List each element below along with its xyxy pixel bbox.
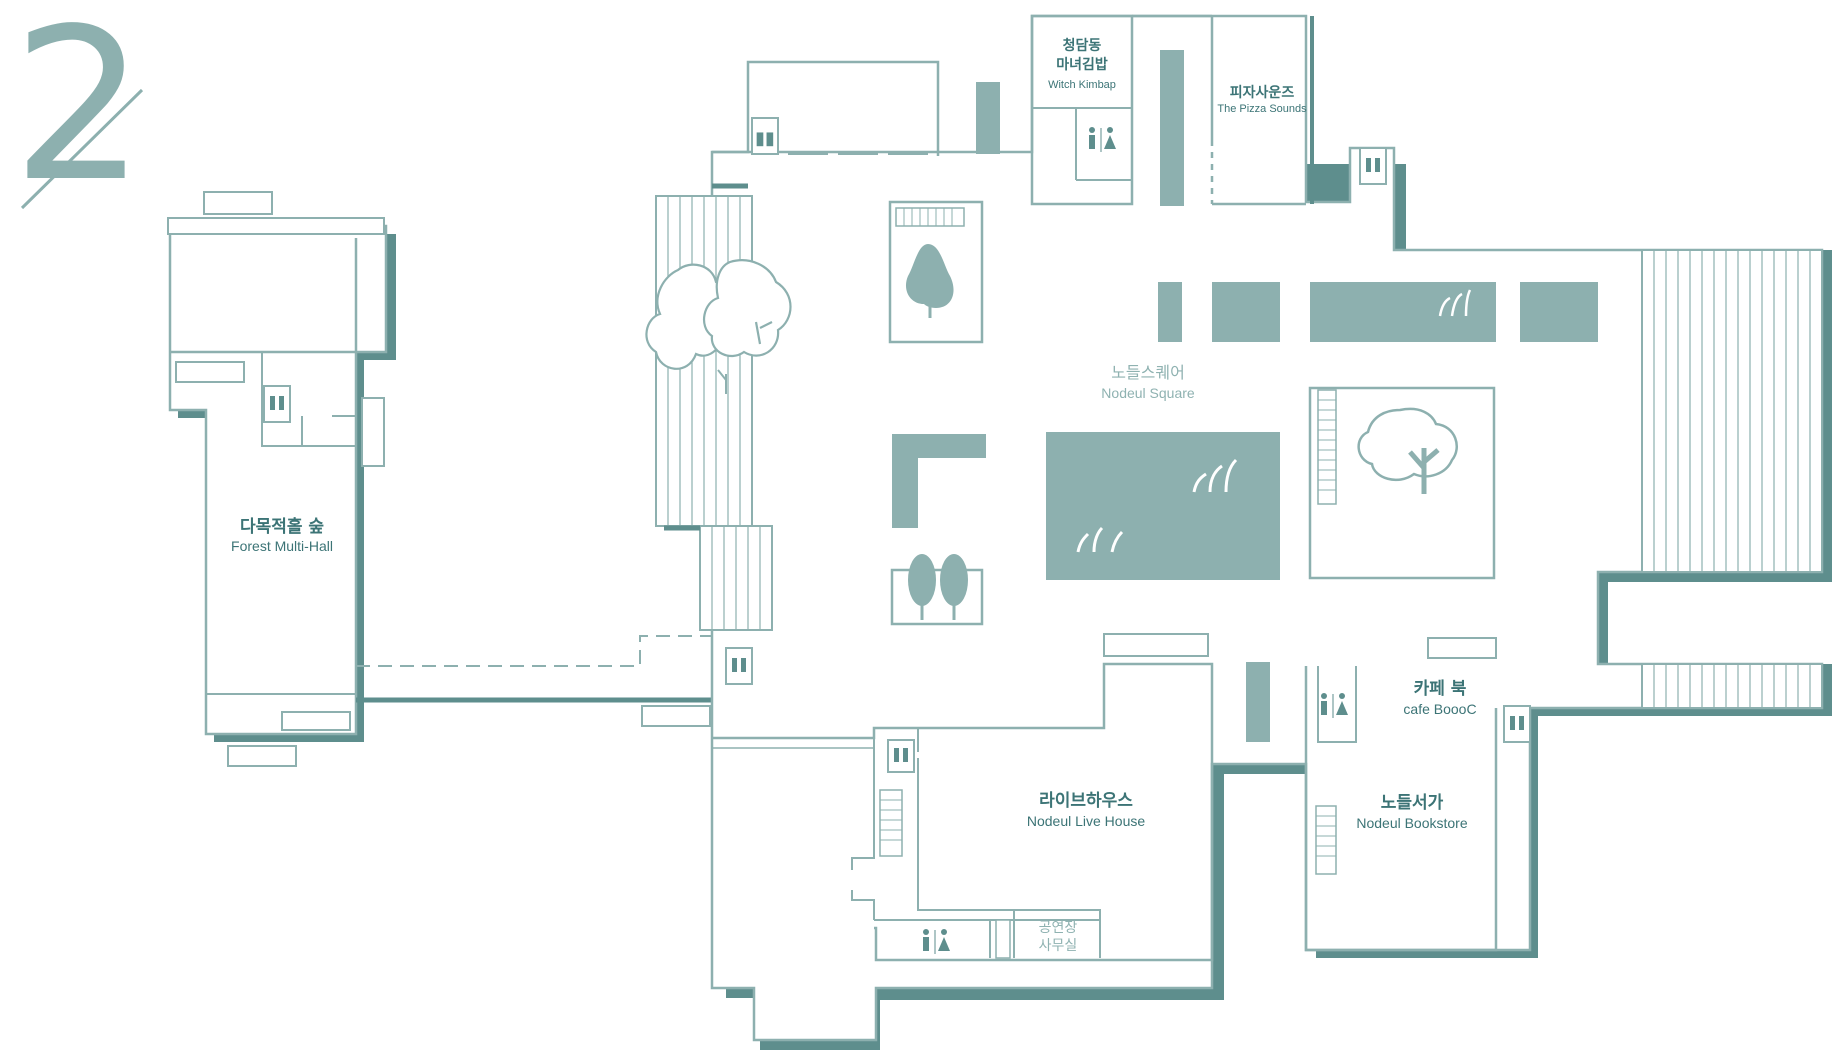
grass-icon <box>1192 458 1238 493</box>
grass-planters <box>1158 282 1598 342</box>
forest-hall-ko-label: 다목적홀 숲 <box>240 516 324 537</box>
live-house-en-label: Nodeul Live House <box>1027 813 1146 829</box>
elevator-icon <box>887 739 915 773</box>
pizza-sounds-en-label: The Pizza Sounds <box>1217 103 1307 115</box>
restroom-icon <box>923 929 950 954</box>
elevator-icon <box>725 647 753 685</box>
grass-icon <box>1076 526 1124 553</box>
pizza-sounds-room: 피자사운즈 The Pizza Sounds <box>1210 16 1307 206</box>
cafe-boooc-en-label: cafe BoooC <box>1403 701 1476 717</box>
planter-lower <box>890 554 984 626</box>
forest-multi-hall-building: 다목적홀 숲 Forest Multi-Hall <box>167 191 396 767</box>
grass-icon <box>1438 289 1472 317</box>
tree-icon <box>940 554 968 606</box>
upper-left-room <box>712 60 1000 189</box>
witch-kimbap-ko-line2: 마녀김밥 <box>1056 56 1108 73</box>
bench-block <box>892 434 986 528</box>
bookstore-room: 카페 북 cafe BoooC 노들서가 Nodeul Bookstore <box>1304 637 1498 952</box>
witch-kimbap-room: 청담동 마녀김밥 Witch Kimbap <box>1030 14 1134 206</box>
courtyard-right <box>1308 386 1496 580</box>
svg-text:▮▮: ▮▮ <box>755 128 775 149</box>
column-block <box>1160 50 1184 206</box>
central-lawn <box>1046 432 1280 580</box>
forest-hall-en-label: Forest Multi-Hall <box>231 538 333 554</box>
bookstore-ko-label: 노들서가 <box>1381 793 1444 813</box>
office-label-line2: 사무실 <box>1039 938 1078 954</box>
restroom-icon <box>1089 127 1116 152</box>
column-block <box>1246 662 1270 742</box>
witch-kimbap-ko-line1: 청담동 <box>1063 37 1102 54</box>
elevator-icon: ▮▮ <box>751 117 779 155</box>
pizza-sounds-ko-label: 피자사운즈 <box>1230 85 1295 101</box>
right-bleachers <box>1641 249 1823 709</box>
elevator-icon <box>1359 147 1387 185</box>
nodeul-square-ko-label: 노들스퀘어 <box>1111 363 1185 382</box>
left-deck <box>645 195 792 631</box>
elevator-icon <box>1503 705 1531 743</box>
live-house-ko-label: 라이브하우스 <box>1039 791 1133 811</box>
nodeul-square-en-label: Nodeul Square <box>1101 385 1195 401</box>
connector-bridge <box>356 635 716 727</box>
witch-kimbap-en-label: Witch Kimbap <box>1048 79 1116 91</box>
office-label-line1: 공연장 <box>1039 920 1078 936</box>
tree-icon <box>645 259 792 370</box>
floor-number: 2 <box>12 0 146 228</box>
tree-icon <box>905 244 954 308</box>
tree-icon <box>1357 407 1458 482</box>
cafe-boooc-ko-label: 카페 북 <box>1414 679 1467 699</box>
bookstore-en-label: Nodeul Bookstore <box>1356 815 1468 831</box>
planter-upper <box>888 200 984 344</box>
floor-number-text: 2 <box>12 0 146 228</box>
restroom-icon <box>1321 693 1348 718</box>
live-house-room: 라이브하우스 Nodeul Live House 공연장 사무실 <box>712 633 1214 962</box>
elevator-icon <box>263 385 291 423</box>
tree-icon <box>908 554 936 606</box>
